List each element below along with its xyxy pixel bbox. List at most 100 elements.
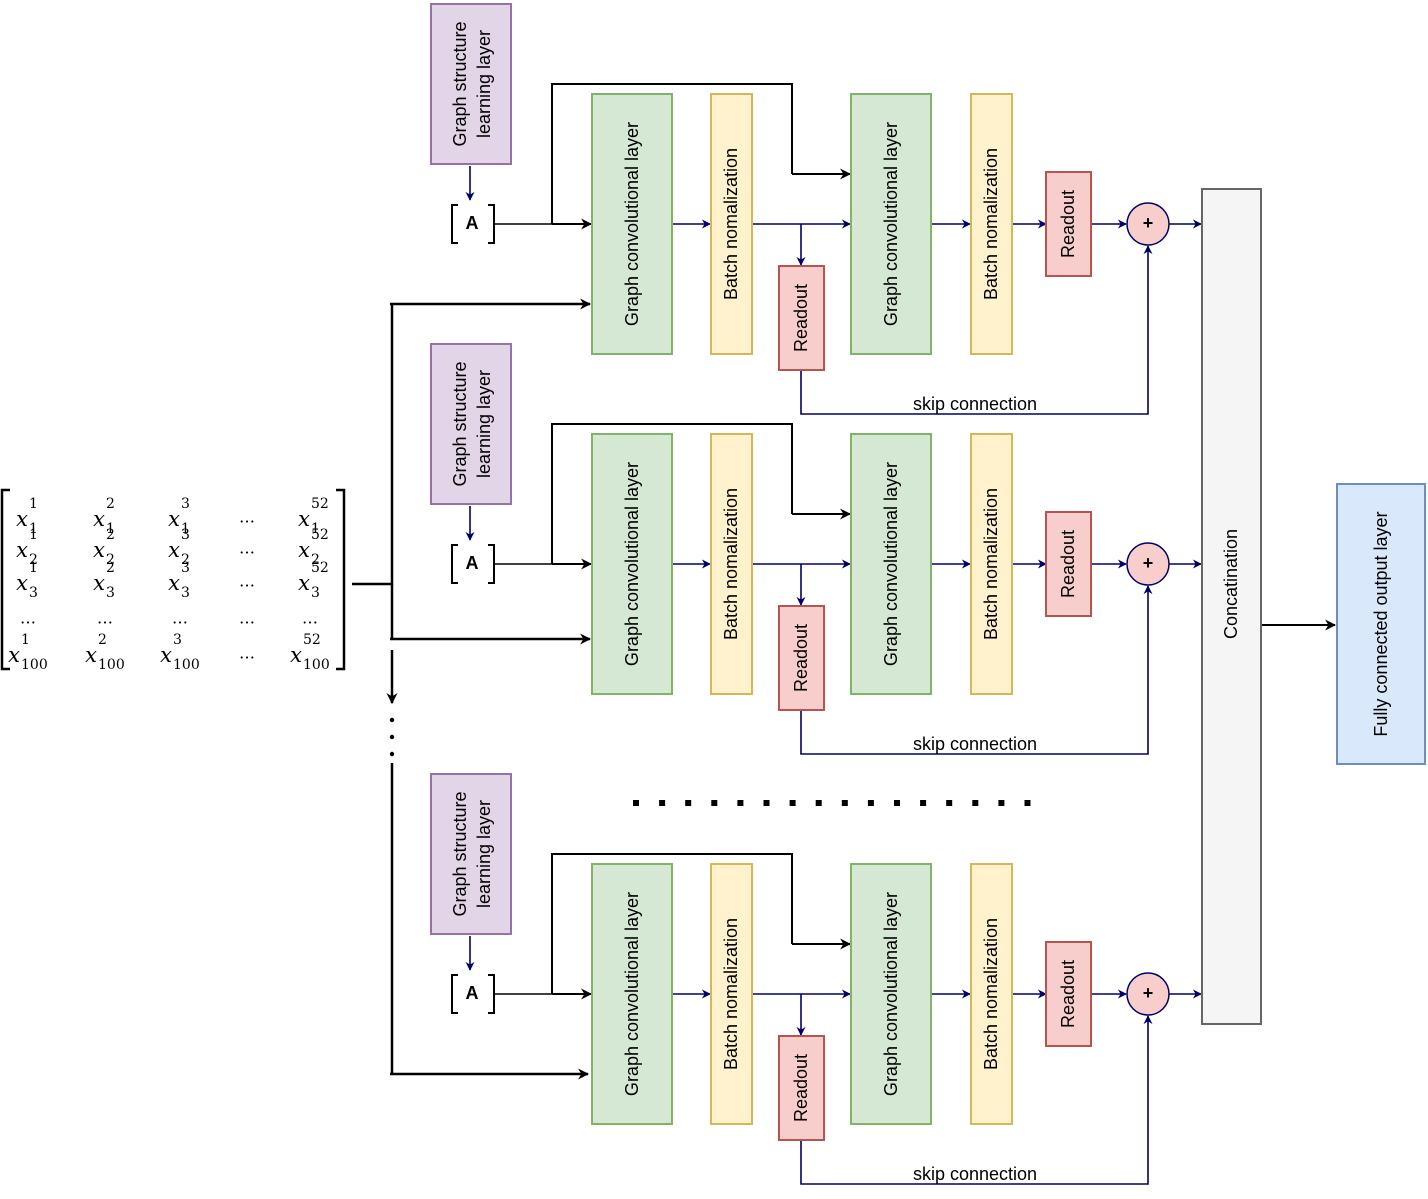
horizontal-ellipsis-dot <box>998 800 1005 806</box>
block3-adjacency-matrix-label: A <box>466 983 479 1003</box>
block3-bn2-label: Batch nomalization <box>981 918 1001 1070</box>
matrix-superscript: 52 <box>303 632 321 648</box>
block2-gsl-label-line2: learning layer <box>474 370 494 478</box>
matrix-superscript: 2 <box>106 560 115 576</box>
block2-plus-icon: + <box>1143 553 1154 573</box>
matrix-superscript: 52 <box>311 527 329 543</box>
matrix-subscript: 100 <box>173 657 200 673</box>
block1-batch-normalization-1 <box>710 93 753 355</box>
block3-gsl-label-line1: Graph structure <box>450 791 470 916</box>
block1-skip-connection-label: skip connection <box>913 394 1037 414</box>
block1-adjacency-bracket-right <box>488 204 495 244</box>
matrix-ellipsis: … <box>97 609 113 628</box>
block3-skip-connection-label: skip connection <box>913 1164 1037 1184</box>
block2-graph-structure-learning-layer <box>430 343 512 505</box>
block3-bypass-line <box>551 853 793 994</box>
matrix-cell: x2 2 <box>93 527 115 568</box>
matrix-variable: x <box>16 507 28 531</box>
block2-bypass-line <box>551 423 793 564</box>
block1-gsl-label-line2: learning layer <box>474 30 494 138</box>
block1-readout-2 <box>1045 171 1092 277</box>
block1-batch-normalization-2 <box>970 93 1013 355</box>
block2-readout1-label: Readout <box>791 624 811 692</box>
horizontal-ellipsis-dot <box>894 800 900 806</box>
block1-skip-connection-arrow <box>800 245 1153 415</box>
input-trunk-line <box>352 304 394 586</box>
block1-gcn1-label: Graph convolutional layer <box>622 122 642 326</box>
matrix-subscript: 2 <box>181 552 190 568</box>
matrix-bracket-right <box>336 488 346 671</box>
matrix-variable: x <box>168 571 180 595</box>
horizontal-ellipsis-dot <box>867 800 874 806</box>
horizontal-ellipsis-dot <box>815 800 822 806</box>
horizontal-ellipsis-dot <box>789 800 796 806</box>
block3-graph-convolutional-layer-1 <box>591 863 673 1125</box>
horizontal-ellipsis-dot <box>972 800 979 806</box>
block1-graph-convolutional-layer-2 <box>850 93 932 355</box>
block2-skip-connection-arrow <box>800 585 1153 755</box>
matrix-subscript: 1 <box>29 521 38 537</box>
block2-bn2-label: Batch nomalization <box>981 488 1001 640</box>
block2-batch-normalization-2 <box>970 433 1013 695</box>
block2-bn1-label: Batch nomalization <box>721 488 741 640</box>
matrix-variable: x <box>168 507 180 531</box>
block1-adjacency-bracket-left <box>451 204 458 244</box>
matrix-superscript: 1 <box>29 527 38 543</box>
block1-bypass-line <box>551 83 793 224</box>
block3-readout2-label: Readout <box>1058 960 1078 1028</box>
matrix-variable: x <box>93 507 105 531</box>
block2-readout-2 <box>1045 511 1092 617</box>
concatenation-label: Concatination <box>1221 529 1241 639</box>
block3-plus-icon: + <box>1143 983 1154 1003</box>
block2-graph-convolutional-layer-1 <box>591 433 673 695</box>
matrix-subscript: 3 <box>311 585 320 601</box>
horizontal-ellipsis-dot <box>920 800 927 806</box>
block2-adjacency-bracket-left <box>451 544 458 584</box>
matrix-variable: x <box>93 538 105 562</box>
horizontal-ellipsis-dot <box>659 800 666 806</box>
matrix-subscript: 2 <box>311 552 320 568</box>
matrix-subscript: 100 <box>98 657 125 673</box>
matrix-variable: x <box>8 643 20 667</box>
block1-graph-structure-learning-layer <box>430 3 512 165</box>
block3-sum-node <box>1126 972 1170 1016</box>
matrix-subscript: 3 <box>106 585 115 601</box>
vertical-ellipsis-dot-1 <box>389 717 395 723</box>
block2-graph-convolutional-layer-2 <box>850 433 932 695</box>
matrix-superscript: 2 <box>106 527 115 543</box>
matrix-variable: x <box>160 643 172 667</box>
horizontal-ellipsis-dot <box>763 800 770 806</box>
block3-batch-normalization-2 <box>970 863 1013 1125</box>
block2-sum-node <box>1126 542 1170 586</box>
block1-readout1-label: Readout <box>791 284 811 352</box>
matrix-superscript: 52 <box>311 560 329 576</box>
matrix-ellipsis: … <box>239 609 255 628</box>
matrix-variable: x <box>93 571 105 595</box>
matrix-bracket-left <box>0 488 10 671</box>
matrix-superscript: 3 <box>181 527 190 543</box>
concatenation-layer <box>1201 188 1262 1025</box>
matrix-cell: x31 <box>168 496 190 537</box>
matrix-variable: x <box>290 643 302 667</box>
matrix-cell: x11 <box>16 496 38 537</box>
matrix-subscript: 100 <box>21 657 48 673</box>
horizontal-ellipsis-dot <box>946 800 953 806</box>
vertical-ellipsis-dot-3 <box>389 751 395 757</box>
block3-readout-1 <box>778 1035 825 1141</box>
matrix-ellipsis: … <box>302 609 318 628</box>
fc-label: Fully connected output layer <box>1371 511 1391 736</box>
block3-gsl-label-line2: learning layer <box>474 800 494 908</box>
matrix-cell: x12 <box>16 527 38 568</box>
block3-gcn2-label: Graph convolutional layer <box>881 892 901 1096</box>
block2-readout-1 <box>778 605 825 711</box>
matrix-subscript: 2 <box>106 552 115 568</box>
block1-readout2-label: Readout <box>1058 190 1078 258</box>
matrix-ellipsis: … <box>20 609 36 628</box>
block1-graph-convolutional-layer-1 <box>591 93 673 355</box>
horizontal-ellipsis-dot <box>1024 800 1031 806</box>
matrix-superscript: 1 <box>21 632 30 648</box>
block2-gcn2-label: Graph convolutional layer <box>881 462 901 666</box>
